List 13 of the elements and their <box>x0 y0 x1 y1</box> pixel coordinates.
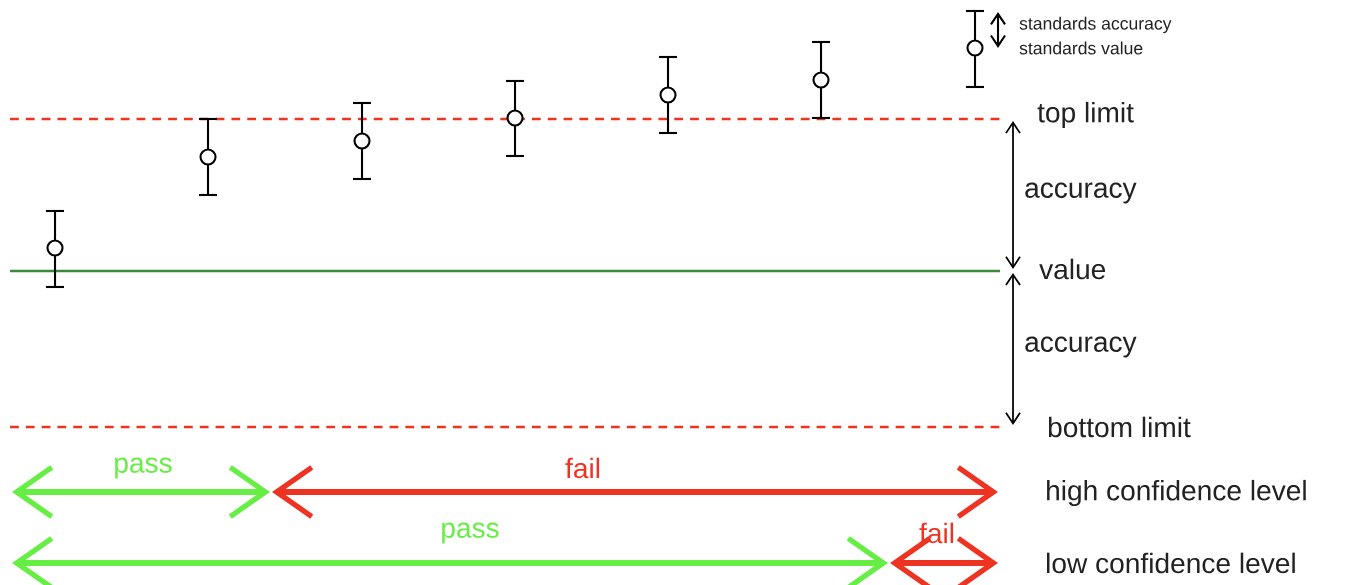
legend-text: standards accuracy <box>1019 16 1172 34</box>
limit-label: top limit <box>1037 101 1134 129</box>
level-label: high confidence level <box>1047 479 1306 507</box>
range-label: fail <box>919 522 954 544</box>
dimension-label: accuracy <box>1025 336 1137 358</box>
range-label: pass <box>442 522 499 544</box>
range-label: pass <box>115 457 172 479</box>
dimension-label: accuracy <box>1025 182 1137 204</box>
range-label: fail <box>565 457 600 479</box>
value-label: value <box>1039 258 1106 280</box>
legend-text: standards value <box>1019 41 1143 55</box>
level-label: low confidence level <box>1047 552 1295 574</box>
limit-label: bottom limit <box>1048 416 1191 438</box>
